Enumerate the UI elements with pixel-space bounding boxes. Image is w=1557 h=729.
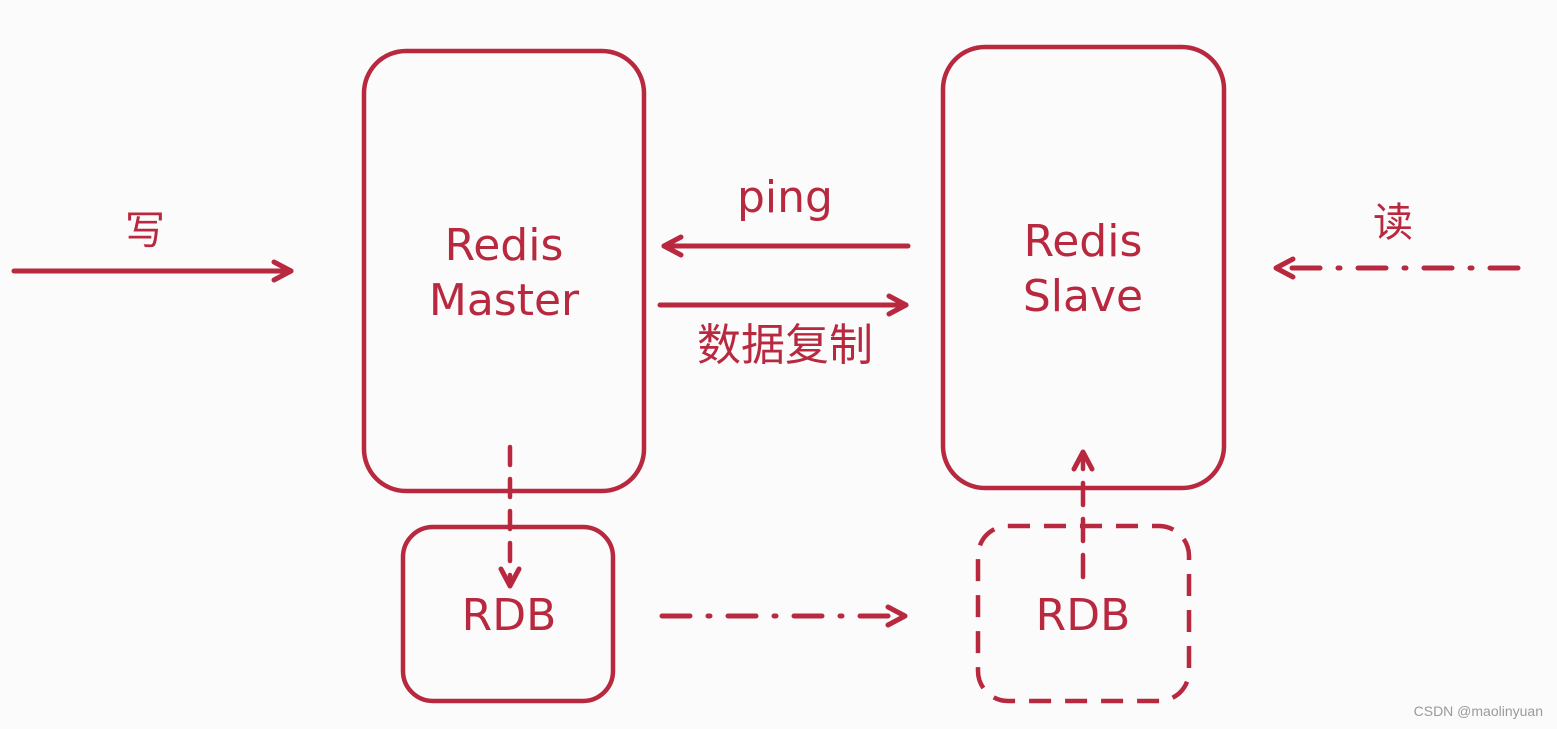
write-edge: 写 bbox=[11, 208, 294, 283]
redis-slave-box bbox=[940, 44, 1227, 491]
ping-label: ping bbox=[737, 172, 833, 223]
ping-edge: ping bbox=[661, 172, 911, 258]
slave-rdb-node: RDB bbox=[975, 523, 1192, 704]
redis-master-label-line2: Master bbox=[429, 275, 580, 326]
slave-rdb-label: RDB bbox=[1036, 590, 1131, 641]
replication-edge: 数据复制 bbox=[657, 293, 909, 371]
redis-master-node: Redis Master bbox=[361, 48, 647, 494]
watermark: CSDN @maolinyuan bbox=[1413, 703, 1543, 719]
redis-slave-node: Redis Slave bbox=[940, 44, 1227, 491]
replication-label: 数据复制 bbox=[697, 320, 873, 371]
redis-master-label-line1: Redis bbox=[445, 220, 564, 271]
read-edge: 读 bbox=[1273, 200, 1521, 280]
redis-master-box bbox=[361, 48, 647, 494]
redis-slave-label-line1: Redis bbox=[1024, 216, 1143, 267]
master-rdb-label: RDB bbox=[462, 590, 557, 641]
redis-slave-label-line2: Slave bbox=[1023, 271, 1143, 322]
write-label: 写 bbox=[125, 208, 165, 254]
read-label: 读 bbox=[1373, 200, 1413, 246]
